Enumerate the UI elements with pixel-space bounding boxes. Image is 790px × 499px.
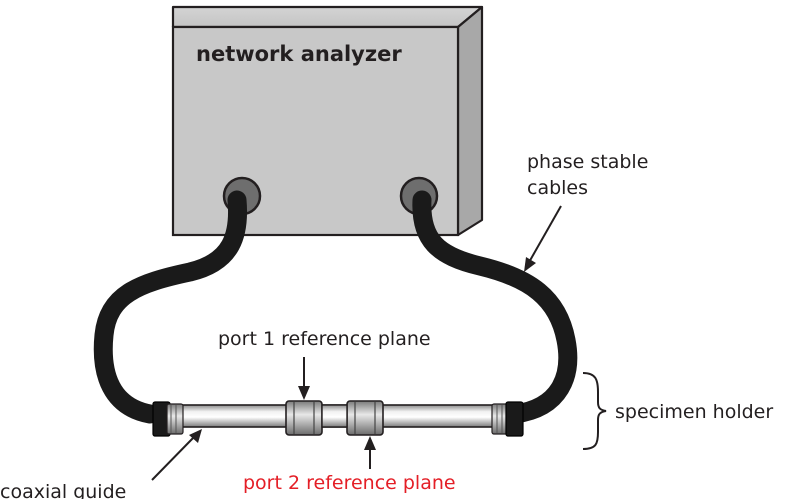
port1-arrow bbox=[298, 357, 310, 400]
specimen-holder-label: specimen holder bbox=[615, 401, 773, 423]
port2-reference-label: port 2 reference plane bbox=[243, 472, 456, 494]
network-analyzer-box: network analyzer bbox=[171, 5, 484, 237]
analyzer-title: network analyzer bbox=[196, 42, 402, 66]
analyzer-side-face bbox=[456, 5, 484, 237]
analyzer-top-face bbox=[171, 5, 484, 29]
left-cable bbox=[93, 190, 248, 424]
right-cable bbox=[412, 190, 578, 424]
port2-connector bbox=[346, 400, 384, 436]
right-end-connector bbox=[491, 401, 524, 437]
port1-connector bbox=[285, 400, 323, 436]
phase-cable-arrow bbox=[524, 205, 562, 272]
port1-reference-label: port 1 reference plane bbox=[218, 328, 431, 350]
specimen-holder-brace bbox=[582, 372, 607, 450]
rod-gap bbox=[321, 404, 348, 428]
coaxial-guide-arrow bbox=[151, 429, 202, 481]
left-end-connector bbox=[152, 401, 184, 437]
port2-arrow bbox=[364, 436, 376, 469]
coaxial-guide-label: coaxial guide bbox=[0, 481, 126, 499]
phase-stable-label-line2: cables bbox=[527, 177, 588, 199]
phase-stable-label-line1: phase stable bbox=[527, 151, 648, 173]
